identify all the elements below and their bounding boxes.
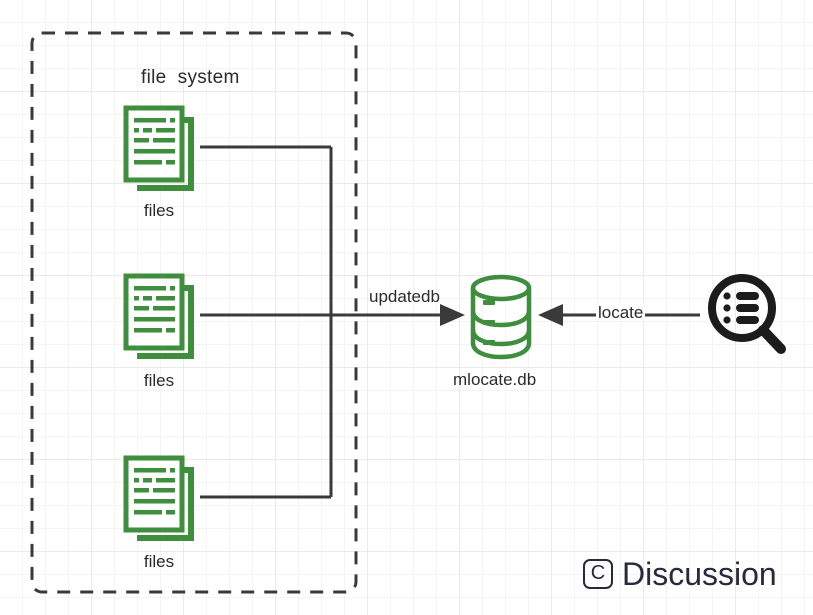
- documents-icon-1: [123, 105, 194, 191]
- connector-files-to-database: [200, 145, 447, 499]
- documents-icon-3: [123, 455, 194, 541]
- brand-mark-icon: C: [583, 559, 613, 589]
- arrowhead-updatedb: [440, 304, 465, 326]
- arrowhead-locate: [538, 304, 563, 326]
- edge-label-updatedb: updatedb: [369, 287, 440, 306]
- files-label-3: files: [143, 552, 175, 571]
- file-system-title: file system: [141, 67, 240, 88]
- database-label: mlocate.db: [453, 370, 537, 389]
- database-cylinder-icon: [470, 274, 532, 360]
- edge-label-locate: locate: [596, 303, 646, 322]
- brand-mark-letter: C: [590, 562, 606, 584]
- documents-icon-2: [123, 273, 194, 359]
- magnifier-list-icon: [708, 274, 786, 354]
- files-label-1: files: [143, 201, 175, 220]
- brand-watermark: C Discussion: [583, 558, 777, 590]
- brand-name: Discussion: [622, 556, 777, 592]
- files-label-2: files: [143, 371, 175, 390]
